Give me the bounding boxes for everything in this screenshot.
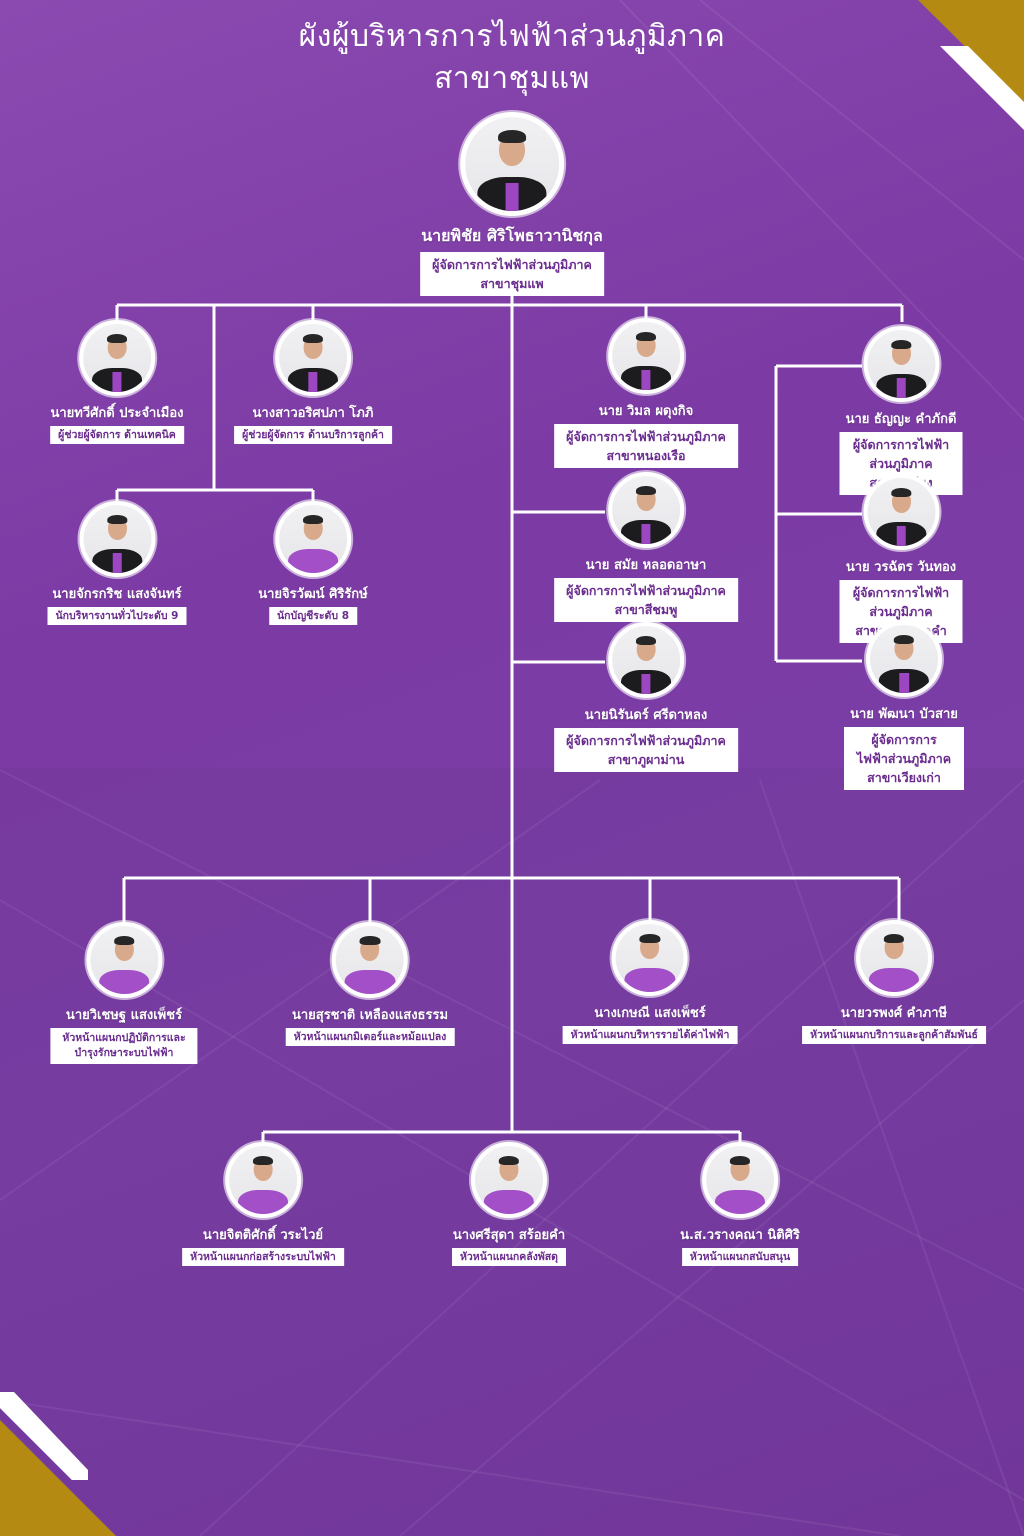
role-line: ผู้จัดการการไฟฟ้าส่วนภูมิภาค (432, 257, 592, 272)
role-line: หัวหน้าแผนกปฏิบัติการและ (62, 1032, 186, 1044)
dept-node-revenue: นางเกษณี แสงเพ็ชร์ หัวหน้าแผนกบริหารรายไ… (562, 920, 738, 1044)
role-line: สาขาชุมแพ (480, 276, 544, 291)
person-name: นายจักรกริช แสงจันทร์ (52, 587, 182, 602)
role-line: สาขาเวียงเก่า (867, 770, 941, 785)
staff-node-accountant: นายจิรวัฒน์ ศิริรักษ์ นักบัญชีระดับ 8 (258, 501, 368, 625)
assistant-node-technical: นายทวีศักดิ์ ประจำเมือง ผู้ช่วยผู้จัดการ… (50, 320, 184, 444)
role-line: ผู้จัดการการไฟฟ้าส่วนภูมิภาค (852, 585, 950, 619)
branch-node-nongruea: นาย วิมล ผดุงกิจ ผู้จัดการการไฟฟ้าส่วนภู… (554, 318, 738, 468)
person-photo (79, 501, 155, 577)
person-photo (85, 922, 162, 998)
person-photo (607, 472, 684, 548)
top-manager-node: นายพิชัย ศิริโพธาวานิชกุล ผู้จัดการการไฟ… (420, 112, 604, 296)
person-name: นาย ธัญญะ คำภักดี (845, 412, 957, 427)
person-name: นายทวีศักดิ์ ประจำเมือง (50, 406, 184, 421)
person-role: หัวหน้าแผนกบริหารรายได้ค่าไฟฟ้า (562, 1026, 738, 1044)
dept-node-warehouse: นางศรีสุดา สร้อยคำ หัวหน้าแผนกคลังพัสดุ (451, 1142, 567, 1266)
person-role: ผู้จัดการการไฟฟ้าส่วนภูมิภาค สาขาภูผาม่า… (554, 728, 738, 772)
person-photo (855, 920, 932, 996)
role-line: สาขาภูผาม่าน (607, 752, 685, 767)
role-line: ผู้จัดการการไฟฟ้าส่วนภูมิภาค (852, 437, 950, 471)
role-line: สาขาสีชมพู (614, 602, 678, 617)
person-photo (863, 474, 939, 550)
role-line: ผู้จัดการการไฟฟ้าส่วนภูมิภาค (566, 583, 726, 598)
person-photo (275, 501, 351, 577)
person-name: นายวิเชษฐ แสงเพ็ชร์ (65, 1008, 183, 1023)
person-photo (78, 320, 155, 396)
person-role: นักบัญชีระดับ 8 (269, 607, 357, 625)
top-manager-role: ผู้จัดการการไฟฟ้าส่วนภูมิภาค สาขาชุมแพ (420, 252, 604, 296)
person-role: หัวหน้าแผนกคลังพัสดุ (451, 1248, 567, 1266)
person-name: นาย วิมล ผดุงกิจ (598, 404, 694, 419)
top-manager-photo (459, 112, 564, 216)
role-line: สาขาหนองเรือ (606, 448, 686, 463)
person-photo (224, 1142, 301, 1218)
person-role: ผู้จัดการการไฟฟ้าส่วนภูมิภาค สาขาหนองเรื… (554, 424, 738, 468)
dept-node-meter: นายสุรชาติ เหลืองแสงธรรม หัวหน้าแผนกมิเต… (285, 922, 455, 1046)
person-name: น.ส.วรางคณา นิติศิริ (680, 1228, 800, 1243)
person-name: นางสาวอริศปภา โภภิ (252, 406, 374, 421)
person-photo (275, 320, 351, 396)
role-line: ผู้จัดการการไฟฟ้าส่วนภูมิภาค (566, 429, 726, 444)
person-photo (332, 922, 408, 998)
branch-node-nongnakham: นาย วรฉัตร วันทอง ผู้จัดการการไฟฟ้าส่วนภ… (839, 474, 963, 643)
page-title: ผังผู้บริหารการไฟฟ้าส่วนภูมิภาค (298, 19, 726, 54)
branch-node-phuwiang: นาย ธัญญะ คำภักดี ผู้จัดการการไฟฟ้าส่วนภ… (839, 326, 963, 495)
person-role: นักบริหารงานทั่วไประดับ 9 (47, 607, 187, 625)
person-role: หัวหน้าแผนกก่อสร้างระบบไฟฟ้า (182, 1248, 344, 1266)
dept-node-support: น.ส.วรางคณา นิติศิริ หัวหน้าแผนกสนับสนุน (680, 1142, 800, 1266)
person-photo (702, 1142, 778, 1218)
person-name: นางศรีสุดา สร้อยคำ (452, 1228, 566, 1243)
person-role: หัวหน้าแผนกปฏิบัติการและ บำรุงรักษาระบบไ… (50, 1028, 198, 1064)
person-photo (863, 326, 939, 402)
person-name: นาย วรฉัตร วันทอง (845, 560, 957, 575)
page-subtitle: สาขาชุมแพ (434, 61, 590, 96)
person-photo (607, 318, 684, 394)
dept-node-customer-service: นายวรพงศ์ คำภาษี หัวหน้าแผนกบริการและลูก… (802, 920, 986, 1044)
role-line: ผู้จัดการการไฟฟ้าส่วนภูมิภาค (856, 732, 952, 766)
dept-node-operations: นายวิเชษฐ แสงเพ็ชร์ หัวหน้าแผนกปฏิบัติกา… (50, 922, 198, 1064)
person-name: นางเกษณี แสงเพ็ชร์ (594, 1006, 706, 1021)
branch-node-wiangkao: นาย พัฒนา บัวสาย ผู้จัดการการไฟฟ้าส่วนภู… (844, 621, 964, 790)
person-name: นายจิรวัฒน์ ศิริรักษ์ (258, 587, 368, 602)
person-name: นาย พัฒนา บัวสาย (850, 707, 958, 722)
staff-node-general: นายจักรกริช แสงจันทร์ นักบริหารงานทั่วไป… (47, 501, 187, 625)
person-name: นาย สมัย หลอดอาษา (585, 558, 707, 573)
dept-node-construction: นายจิตติศักดิ์ วระไวย์ หัวหน้าแผนกก่อสร้… (182, 1142, 344, 1266)
person-role: ผู้จัดการการไฟฟ้าส่วนภูมิภาค สาขาเวียงเก… (844, 727, 964, 790)
role-line: บำรุงรักษาระบบไฟฟ้า (74, 1047, 174, 1059)
assistant-node-customer: นางสาวอริศปภา โภภิ ผู้ช่วยผู้จัดการ ด้าน… (234, 320, 392, 444)
person-role: หัวหน้าแผนกสนับสนุน (681, 1248, 799, 1266)
branch-node-phuphaman: นายนิรันดร์ ศรีดาหลง ผู้จัดการการไฟฟ้าส่… (554, 622, 738, 772)
person-role: ผู้ช่วยผู้จัดการ ด้านเทคนิค (50, 426, 184, 444)
person-name: นายจิตติศักดิ์ วระไวย์ (202, 1228, 324, 1243)
top-manager-name: นายพิชัย ศิริโพธาวานิชกุล (421, 226, 603, 245)
person-role: หัวหน้าแผนกมิเตอร์และหม้อแปลง (285, 1028, 455, 1046)
person-photo (866, 621, 942, 697)
person-name: นายวรพงศ์ คำภาษี (840, 1006, 948, 1021)
person-photo (470, 1142, 547, 1218)
person-role: ผู้จัดการการไฟฟ้าส่วนภูมิภาค สาขาสีชมพู (554, 578, 738, 622)
person-photo (611, 920, 688, 996)
person-role: ผู้ช่วยผู้จัดการ ด้านบริการลูกค้า (234, 426, 392, 444)
role-line: ผู้จัดการการไฟฟ้าส่วนภูมิภาค (566, 733, 726, 748)
person-name: นายนิรันดร์ ศรีดาหลง (584, 708, 708, 723)
person-role: หัวหน้าแผนกบริการและลูกค้าสัมพันธ์ (802, 1026, 986, 1044)
branch-node-sichomphu: นาย สมัย หลอดอาษา ผู้จัดการการไฟฟ้าส่วนภ… (554, 472, 738, 622)
person-photo (607, 622, 684, 698)
person-name: นายสุรชาติ เหลืองแสงธรรม (291, 1008, 449, 1023)
